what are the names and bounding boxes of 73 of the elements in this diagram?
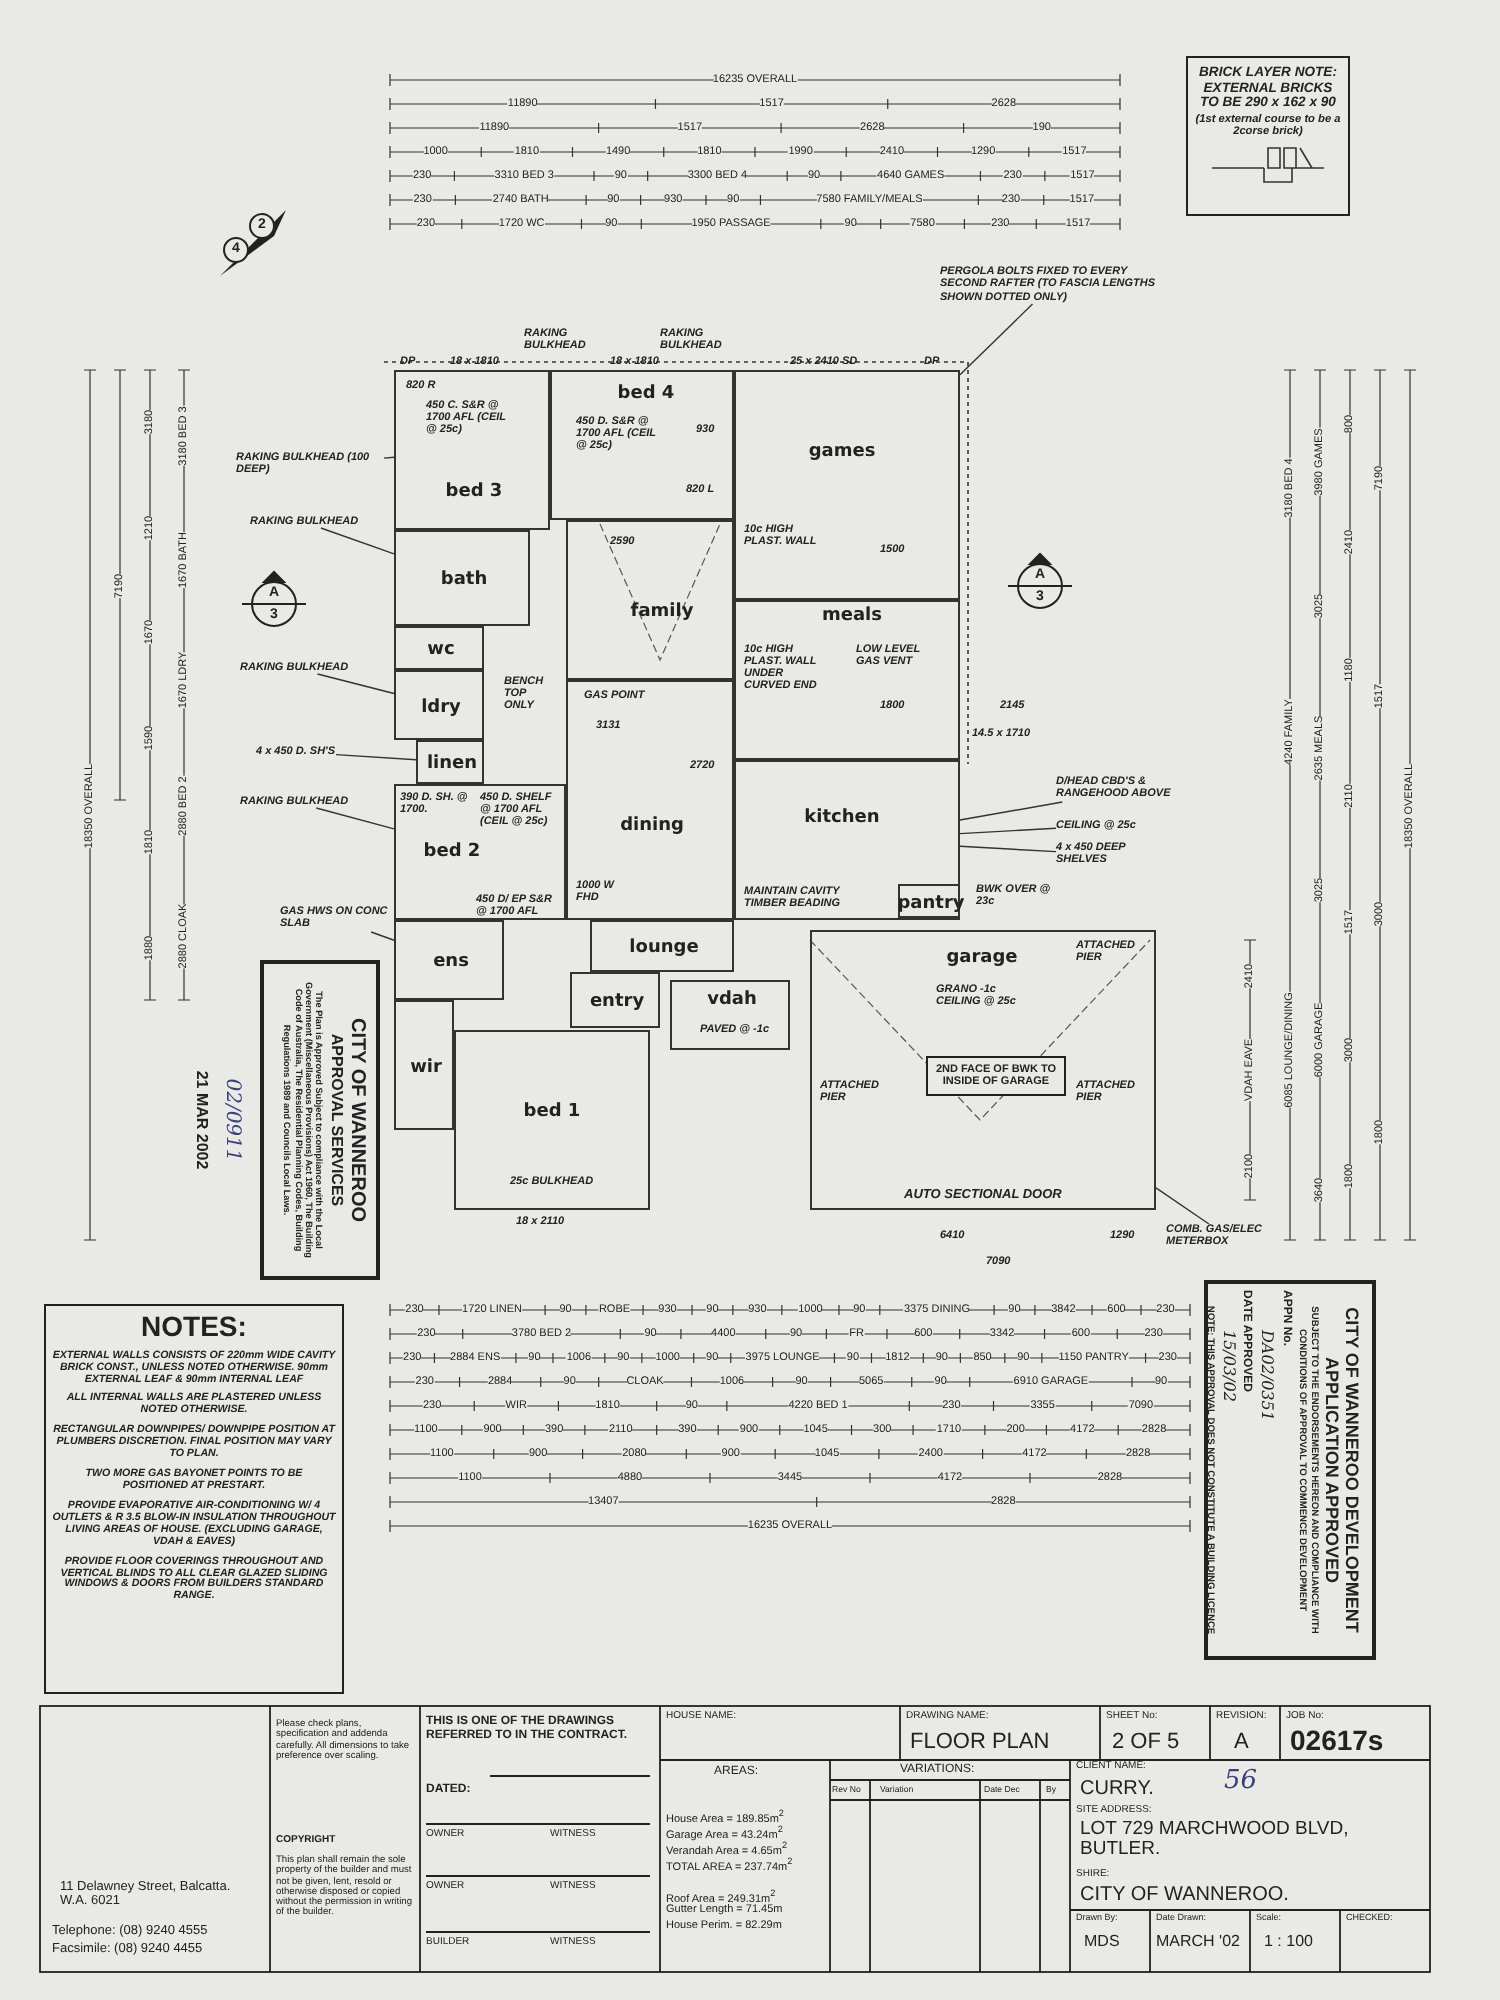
note-heading: NOTES: [139, 1312, 249, 1344]
room-name: ens [433, 952, 469, 972]
room-outline [394, 920, 504, 1000]
room-name: linen [426, 754, 478, 774]
drawing-text: 21 MAR 2002 [191, 1070, 209, 1170]
room-outline [394, 670, 484, 740]
room-outline [734, 600, 960, 760]
note-panel [44, 1304, 344, 1694]
room-name: garage [946, 948, 1018, 968]
room-outline [416, 740, 484, 784]
room-outline [734, 760, 960, 920]
drawing-text: 2 OF 5 [1112, 1730, 1180, 1755]
drawing-text: 02617s [1290, 1726, 1384, 1757]
leader-line [959, 845, 1057, 853]
drawing-text: FLOOR PLAN [910, 1730, 1050, 1755]
room-name: family [630, 602, 694, 622]
room-name: dining [620, 816, 684, 836]
handwritten-text: 56 [1224, 1768, 1258, 1797]
leader-line [316, 673, 395, 695]
room-outline [394, 784, 566, 920]
room-name: bed 4 [617, 384, 675, 404]
room-outline [566, 520, 734, 680]
room-name: bed 3 [445, 482, 503, 502]
room-outline [810, 930, 1156, 1210]
room-name: entry [589, 992, 645, 1012]
room-name: kitchen [804, 808, 880, 828]
room-name: bath [440, 570, 488, 590]
room-name: games [808, 442, 876, 462]
room-outline [394, 530, 530, 626]
drawing-text: A [1234, 1730, 1249, 1755]
room-name: vdah [707, 990, 757, 1010]
room-outline [570, 972, 660, 1028]
room-outline [454, 1030, 650, 1210]
note-text: 15/03/02 [1217, 1328, 1236, 1406]
leader-line [370, 931, 395, 941]
room-outline [394, 626, 484, 670]
room-outline [734, 370, 960, 600]
note-text: APPROVAL SERVICES [325, 1031, 344, 1211]
drawing-text: CURRY. [1080, 1778, 1154, 1800]
room-name: lounge [629, 938, 699, 958]
leader-line [959, 303, 1034, 376]
room-name: bed 1 [523, 1102, 581, 1122]
leader-line [335, 753, 417, 761]
drawing-text: 1 : 100 [1264, 1934, 1313, 1952]
room-outline [590, 920, 734, 972]
room-outline [550, 370, 734, 520]
handwritten-text: 02/0911 [221, 1078, 243, 1162]
leader-line [320, 527, 395, 555]
drawing-text: MDS [1084, 1934, 1120, 1952]
room-name: wir [410, 1057, 442, 1077]
room-name: ldry [421, 697, 461, 717]
room-outline [394, 1000, 454, 1130]
approval-stamp [260, 960, 380, 1280]
room-name: meals [822, 606, 882, 626]
approval-stamp [1204, 1280, 1376, 1660]
leader-line [1155, 1187, 1210, 1225]
room-name: wc [427, 640, 455, 660]
drawing-text: LOT 729 MARCHWOOD BLVD, BUTLER. [1080, 1820, 1351, 1862]
note-panel [1186, 56, 1350, 216]
leader-line [959, 801, 1064, 821]
room-outline [566, 680, 734, 920]
leader-line [383, 456, 395, 459]
note-text: DA02/0351 [1256, 1328, 1275, 1425]
leader-line [315, 807, 395, 830]
leader-line [959, 827, 1057, 835]
drawing-text: CITY OF WANNEROO. [1080, 1884, 1289, 1906]
note-panel [926, 1056, 1066, 1096]
note-heading: CITY OF WANNEROO [345, 1015, 368, 1227]
note-heading: CITY OF WANNEROO DEVELOPMENT APPLICATION APPROVED [1321, 1305, 1362, 1637]
drawing-text: MARCH '02 [1156, 1934, 1240, 1952]
room-name: bed 2 [423, 842, 481, 862]
room-outline [670, 980, 790, 1050]
room-outline [394, 370, 550, 530]
